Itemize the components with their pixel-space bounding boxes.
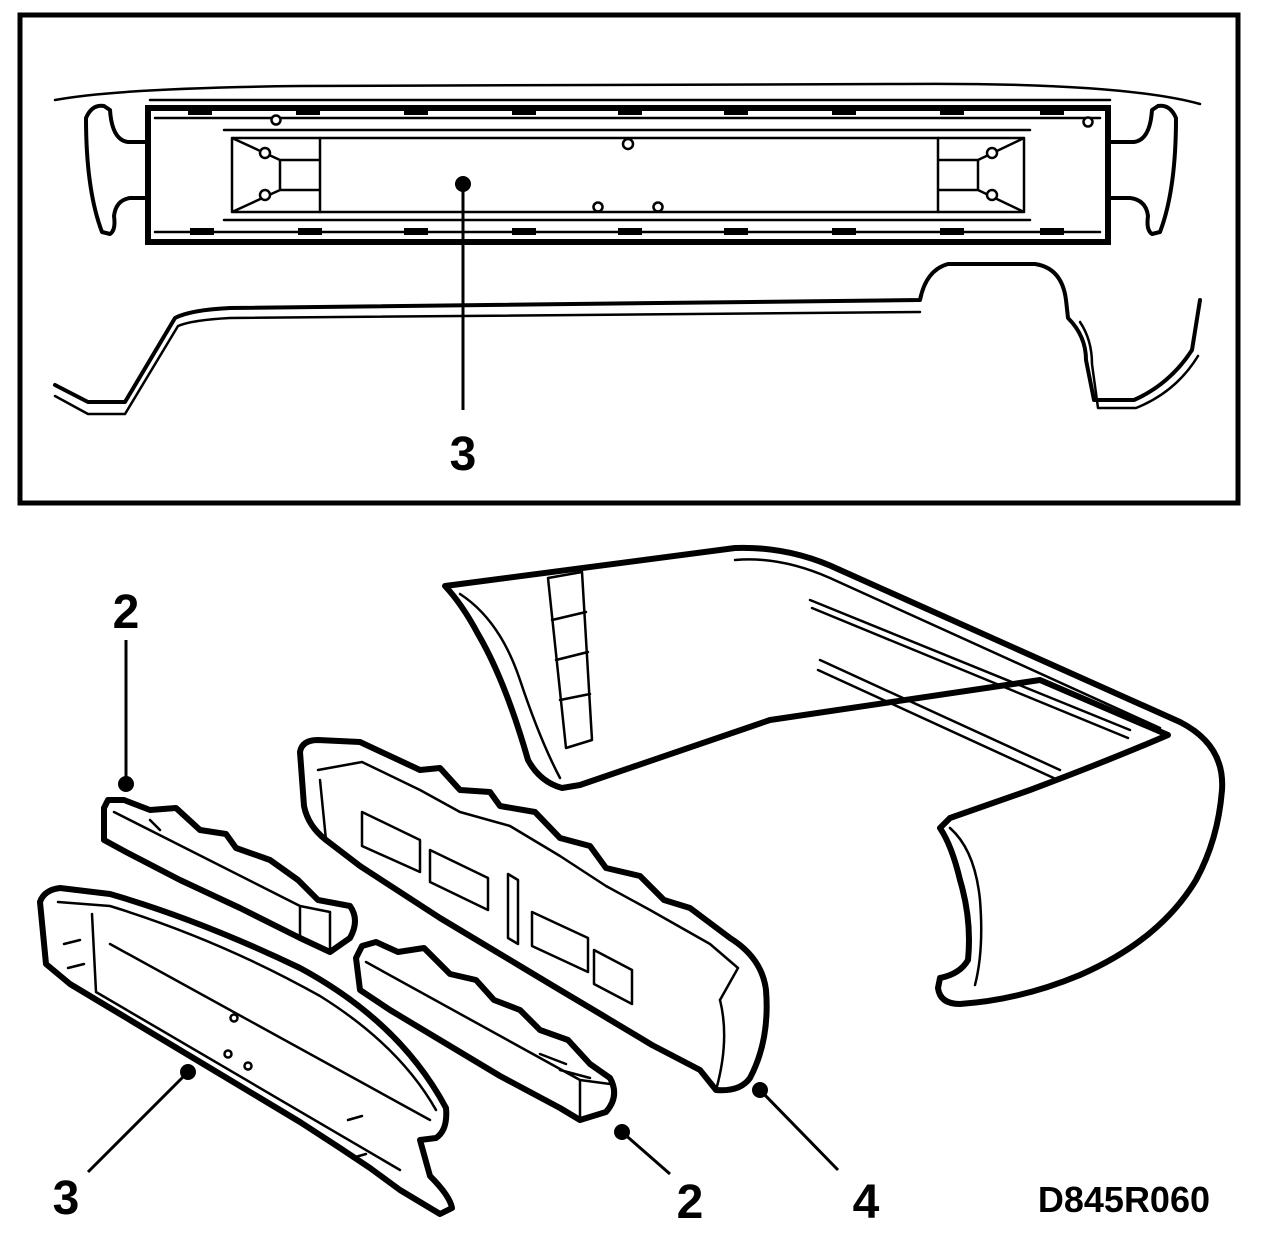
exploded-view: 2 3 2 4 <box>37 544 1226 1229</box>
bumper-cover-inner-edge <box>458 558 1162 987</box>
lower-bracket-inner <box>364 960 612 1122</box>
callout-front-beam: 3 <box>53 1172 80 1225</box>
front-beam-front-face <box>90 912 432 1172</box>
leader-dot-energy-absorber <box>752 1082 768 1098</box>
callout-upper-bracket: 2 <box>113 586 140 639</box>
energy-absorber-cells-left <box>360 810 490 912</box>
detail-inset: 3 <box>17 12 1241 506</box>
front-beam-top-face <box>56 900 438 1112</box>
bumper-cover-clip-strip-lower <box>816 658 1062 782</box>
lower-bracket <box>353 939 618 1123</box>
front-beam-outline <box>37 885 455 1217</box>
callout-energy-absorber: 4 <box>853 1176 880 1229</box>
leader-front-beam <box>86 1070 190 1174</box>
energy-absorber-end-face <box>318 778 726 1092</box>
bumper-cover-rib <box>546 570 594 750</box>
bumper-cover-outline <box>442 544 1226 1007</box>
inset-right-end-box <box>936 136 1026 214</box>
leader-energy-absorber <box>758 1088 840 1172</box>
callout-leaders <box>86 640 840 1176</box>
leader-lower-bracket <box>621 1130 671 1176</box>
inset-body-lower-line-inner <box>53 310 1200 416</box>
inset-callout-3: 3 <box>450 428 477 481</box>
energy-absorber-top-edge <box>316 760 740 1002</box>
lower-bracket-outline <box>353 939 618 1123</box>
front-beam-hole-2 <box>223 1049 233 1059</box>
energy-absorber-outline <box>297 737 770 1094</box>
callout-lower-bracket: 2 <box>677 1176 704 1229</box>
front-beam-slots <box>62 938 368 1160</box>
upper-bracket <box>101 797 358 955</box>
bumper-cover-clip-strip-upper <box>808 598 1132 740</box>
inset-left-end-box <box>230 136 322 214</box>
inset-frame <box>17 12 1241 506</box>
front-beam-hole-1 <box>229 1013 239 1023</box>
leader-dot-lower-bracket <box>614 1124 630 1140</box>
leader-dot-upper-bracket <box>118 776 134 792</box>
inset-left-bracket <box>84 103 150 236</box>
inset-body-lower-line <box>53 262 1202 404</box>
leader-dot-front-beam <box>180 1064 196 1080</box>
upper-bracket-inner <box>112 810 332 952</box>
inset-mounting-holes <box>258 114 1094 213</box>
energy-absorber-divider <box>506 872 520 946</box>
inset-beam-outline <box>145 105 1111 245</box>
inset-right-bracket <box>1106 103 1178 236</box>
front-beam-hole-3 <box>243 1061 253 1071</box>
inset-body-upper-line <box>53 82 1202 106</box>
energy-absorber-cells-right <box>530 910 634 1006</box>
bumper-cover <box>442 544 1226 1007</box>
energy-absorber <box>297 737 770 1094</box>
drawing-code: D845R060 <box>1038 1179 1210 1220</box>
inset-clip-tabs <box>188 108 1064 235</box>
front-beam <box>37 885 455 1217</box>
